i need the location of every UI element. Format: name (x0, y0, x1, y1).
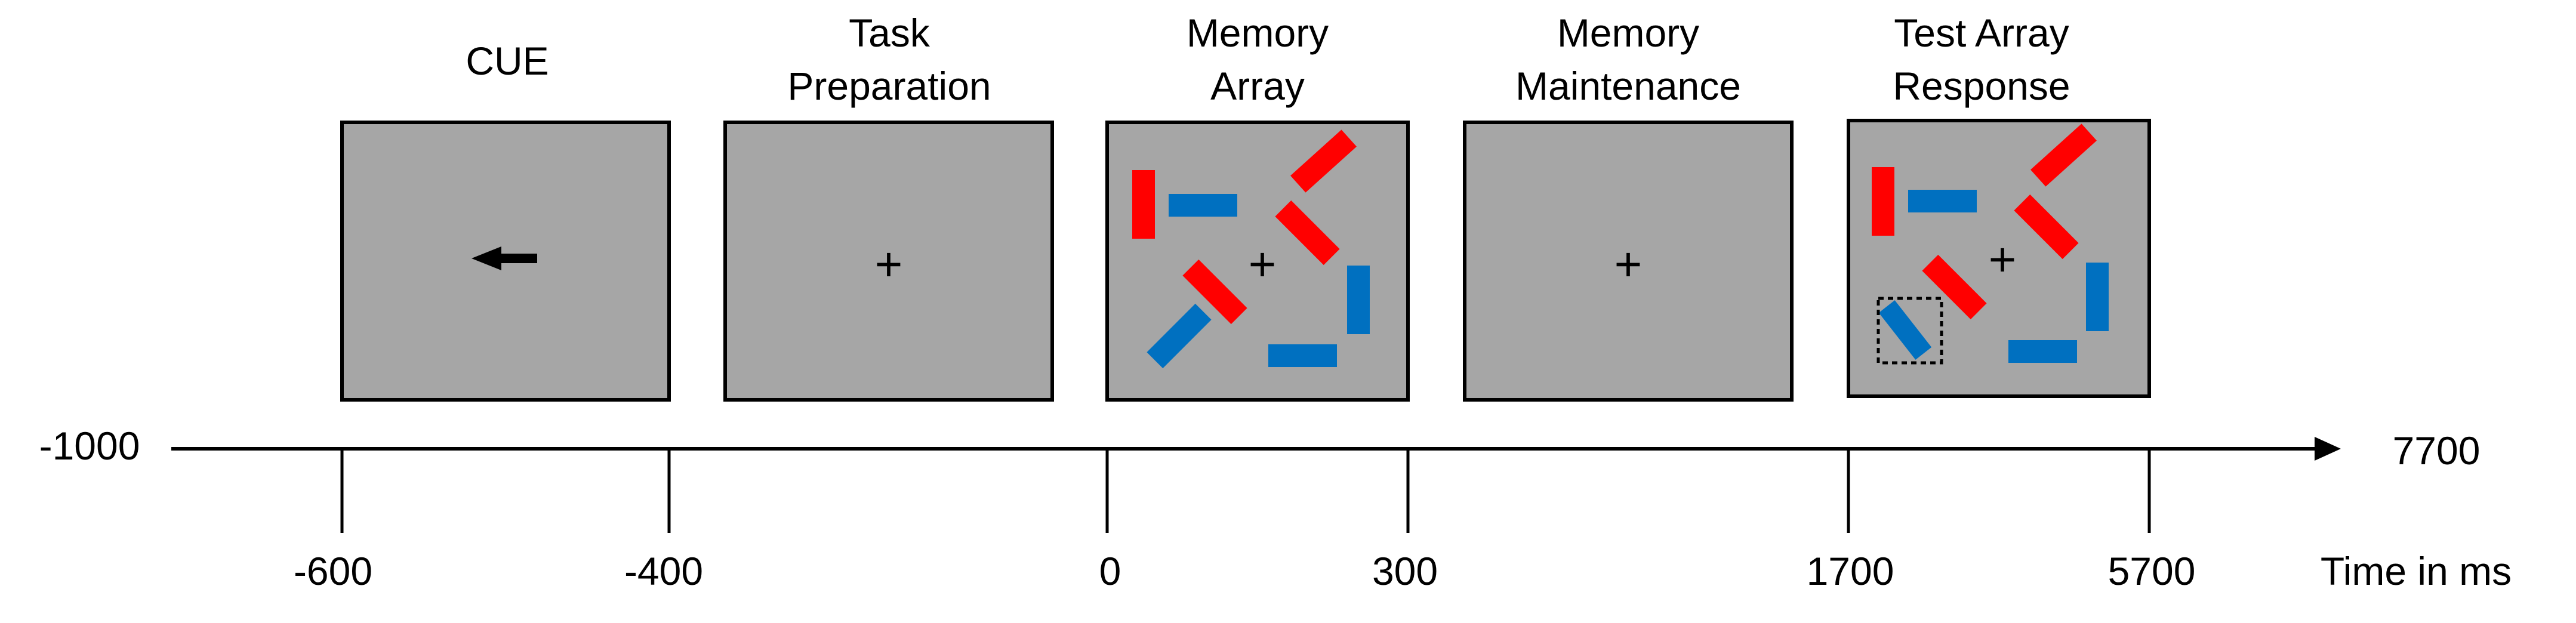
title-memory-array-line2: Array (1210, 64, 1305, 108)
tick-label: 0 (1099, 549, 1121, 593)
panel-test-array: + (1847, 119, 2151, 398)
timeline: -1000 7700 -600 -400 0 300 1700 5700 Tim… (39, 424, 2512, 593)
title-memory-maintenance-line1: Memory (1557, 11, 1699, 55)
timeline-ticks (340, 449, 2151, 533)
probe-box (1876, 297, 1943, 365)
test-bar-red-vertical (1872, 167, 1894, 236)
fixation-cross-memory-maintenance: + (1614, 238, 1643, 291)
tick-label: 300 (1372, 549, 1438, 593)
timeline-tick-labels: -600 -400 0 300 1700 5700 (294, 549, 2195, 593)
test-bar-red-diagonal-top-right (2030, 124, 2097, 187)
timeline-arrowhead-icon (2315, 437, 2341, 461)
test-bar-blue-vertical-right (2086, 263, 2109, 331)
bar-red-vertical (1132, 170, 1155, 239)
title-test-array-line1: Test Array (1894, 11, 2069, 55)
test-bar-red-diagonal-center (1922, 254, 1987, 320)
test-bar-blue-horizontal-bottom (2008, 340, 2077, 363)
fixation-cross-test-array: + (1989, 233, 2017, 286)
bar-red-diagonal-top-right (1290, 129, 1357, 193)
timeline-end-label: 7700 (2393, 428, 2481, 473)
panel-task-prep-frame (723, 121, 1054, 402)
title-test-array-line2: Response (1893, 64, 2070, 108)
panel-titles: CUE Task Preparation Memory Array Memory… (466, 11, 2070, 108)
timeline-axis-label: Time in ms (2321, 549, 2512, 593)
test-bars (1872, 124, 2109, 363)
tick-label: 5700 (2108, 549, 2196, 593)
tick-label: -600 (294, 549, 372, 593)
title-memory-array-line1: Memory (1187, 11, 1329, 55)
timeline-start-label: -1000 (39, 424, 140, 468)
memory-bars (1132, 129, 1370, 369)
tick-label: 1700 (1807, 549, 1894, 593)
panel-memory-maintenance: + (1463, 121, 1794, 402)
panel-task-prep: + (723, 121, 1054, 402)
panel-memory-array: + (1105, 121, 1410, 402)
bar-blue-diagonal-bottom-left (1147, 303, 1212, 369)
title-task-prep-line1: Task (849, 11, 930, 55)
bar-red-diagonal-center (1182, 259, 1247, 325)
tick-label: -400 (624, 549, 703, 593)
arrow-left-icon (472, 246, 537, 270)
title-task-prep-line2: Preparation (787, 64, 991, 108)
bar-blue-vertical-right (1347, 266, 1370, 334)
test-bar-blue-horizontal-top (1908, 190, 1977, 212)
panel-memory-maintenance-frame (1463, 121, 1794, 402)
test-bar-red-diagonal-middle (2014, 194, 2079, 260)
fixation-cross-task-prep: + (875, 238, 903, 291)
test-bar-blue-diagonal-probe (1878, 300, 1932, 360)
panel-cue (340, 121, 671, 402)
panel-test-array-frame (1847, 119, 2151, 398)
title-cue: CUE (466, 39, 549, 83)
bar-blue-horizontal-bottom (1268, 344, 1337, 367)
title-memory-maintenance-line2: Maintenance (1515, 64, 1741, 108)
bar-blue-horizontal-top (1169, 194, 1237, 217)
fixation-cross-memory-array: + (1249, 238, 1277, 291)
bar-red-diagonal-middle (1275, 200, 1340, 266)
